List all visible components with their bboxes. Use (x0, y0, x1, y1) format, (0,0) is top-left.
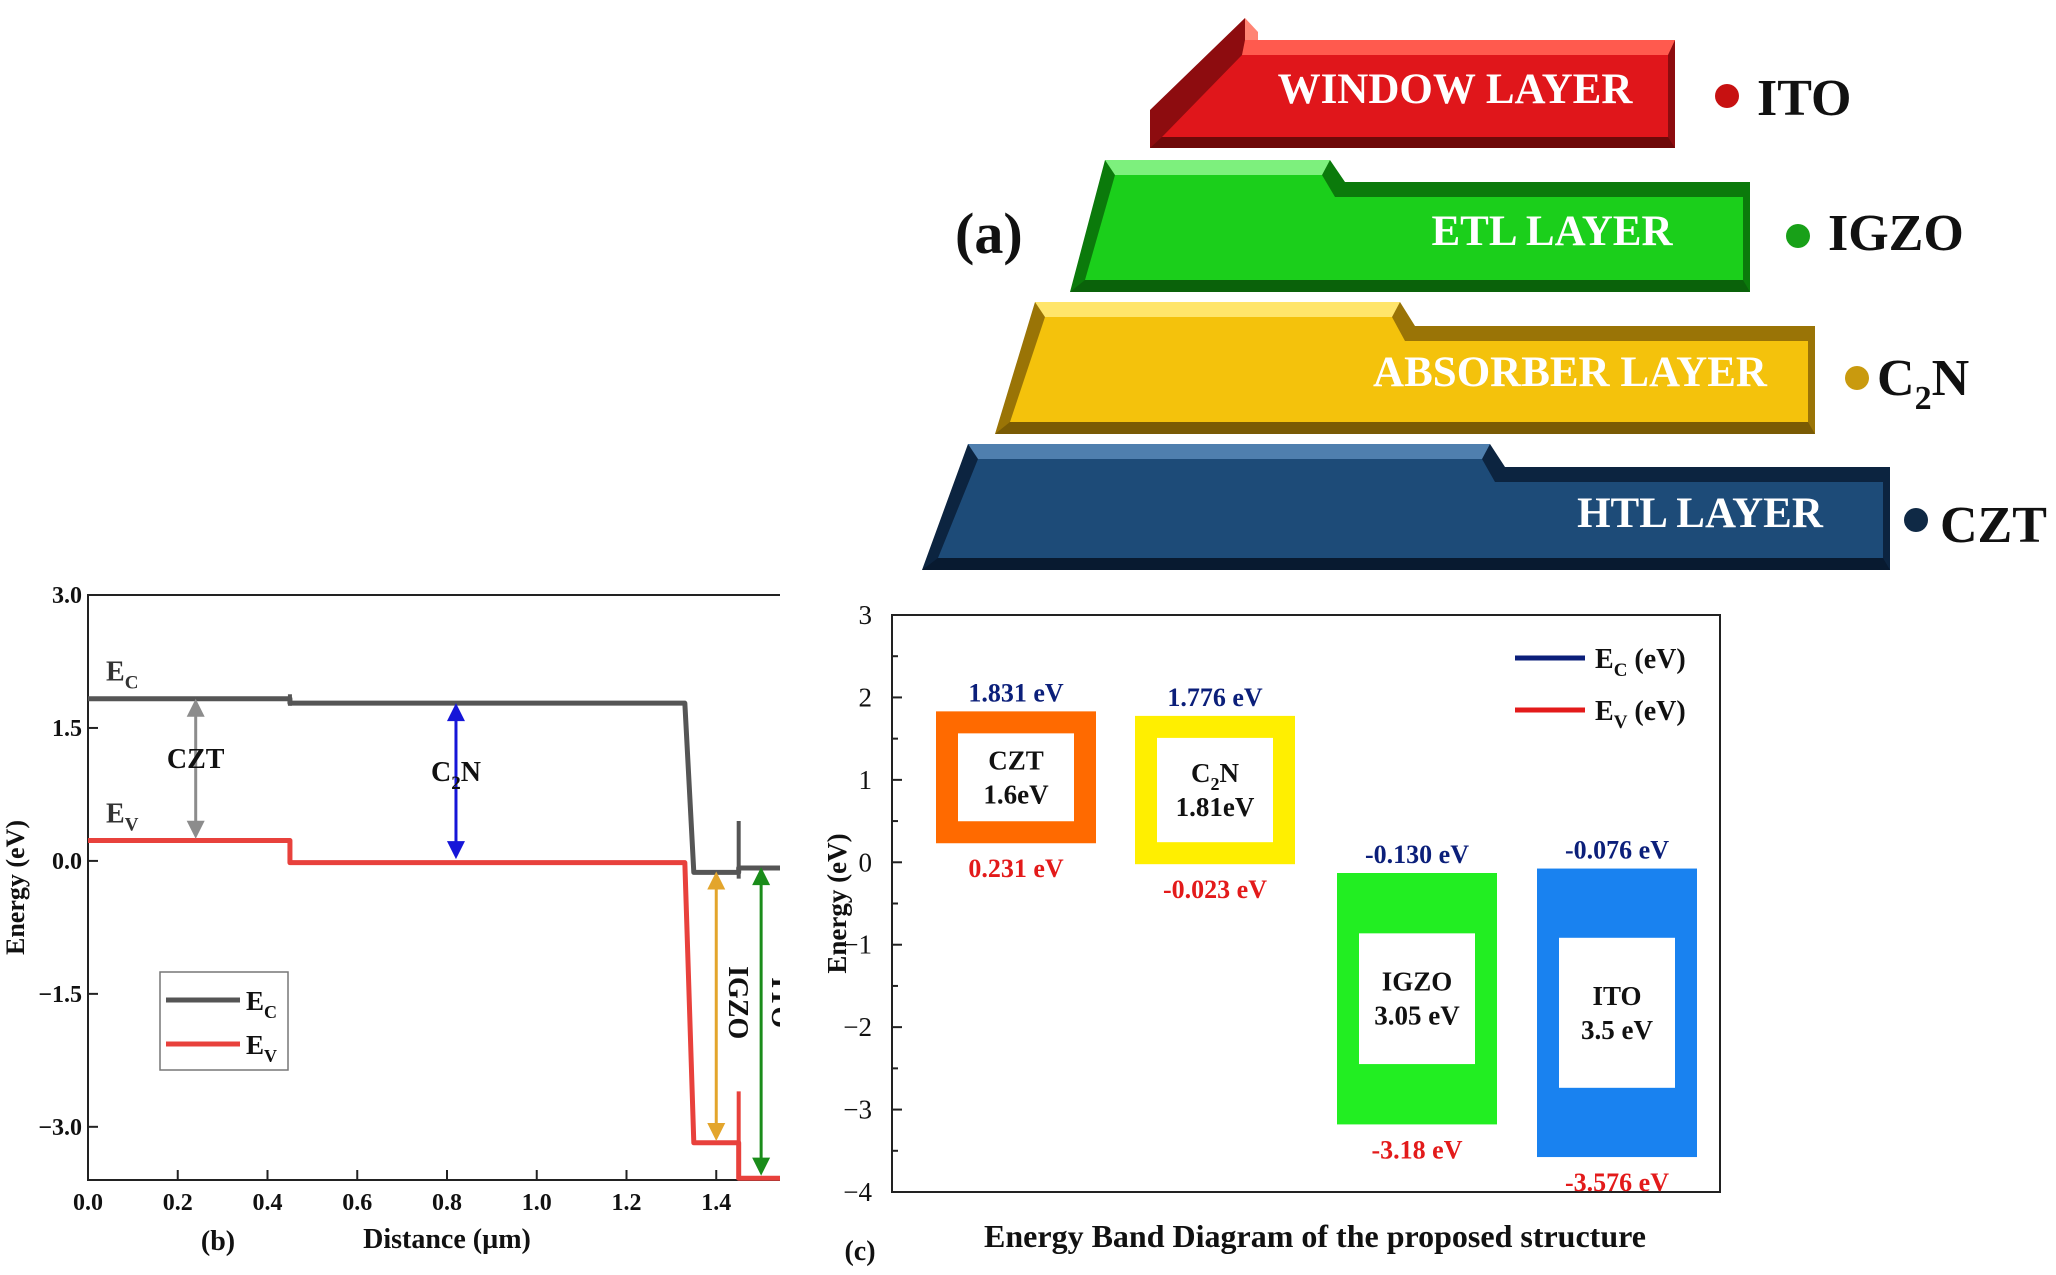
band-box-inner-0 (958, 733, 1074, 822)
ev-value-label: -0.023 eV (1163, 875, 1267, 904)
legend-label: EV (246, 1030, 277, 1066)
y-tick-label: 3.0 (52, 583, 82, 609)
layer-htl: HTL LAYER (922, 444, 1890, 570)
y-tick-label: −1 (843, 930, 872, 960)
ec-value-label: 1.831 eV (968, 678, 1064, 707)
ito-gap-label: ITO (765, 977, 780, 1028)
band-box-bandgap: 3.05 eV (1374, 1001, 1460, 1031)
ec-value-label: -0.076 eV (1565, 836, 1669, 865)
c2n-gap-label: C2N (431, 757, 481, 794)
legend-label: EC (eV) (1595, 644, 1686, 681)
panel-a-label: (a) (955, 201, 1023, 266)
ito-gap-arrow-head-down (752, 1157, 771, 1176)
layer-window-name: WINDOW LAYER (1278, 66, 1634, 113)
y-tick-label: 2 (859, 682, 873, 712)
layer-absorber: ABSORBER LAYER (995, 302, 1815, 434)
layer-window-material: ITO (1757, 70, 1851, 127)
igzo-dot-icon (1786, 224, 1810, 248)
ito-gap-arrow-head-up (752, 867, 771, 886)
layer-etl-material: IGZO (1828, 205, 1964, 262)
layer-absorber-name: ABSORBER LAYER (1373, 349, 1768, 396)
plot-frame (87, 594, 780, 1181)
band-box-name: C2N (1191, 758, 1240, 794)
band-box-inner-1 (1157, 737, 1273, 843)
czt-gap-label: CZT (167, 744, 225, 775)
y-tick-label: 3 (859, 600, 873, 630)
y-tick-label: −4 (843, 1177, 872, 1207)
x-tick-label: 0.0 (73, 1190, 103, 1216)
band-box-bandgap: 1.6eV (983, 779, 1049, 809)
czt-gap-arrow-head-up (186, 698, 205, 717)
layer-window: WINDOW LAYER (1150, 18, 1675, 148)
x-tick-label: 0.4 (253, 1190, 283, 1216)
layer-htl-name: HTL LAYER (1577, 490, 1824, 537)
ev-value-label: -3.576 eV (1565, 1168, 1669, 1197)
y-tick-label: 0.0 (52, 849, 82, 875)
y-tick-label: −2 (843, 1012, 872, 1042)
panel-c-title: Energy Band Diagram of the proposed stru… (984, 1218, 1646, 1254)
layer-stack-diagram: (a) WINDOW LAYER ITO ETL LAYER IGZO ABSO… (922, 18, 2047, 570)
band-box-bandgap: 3.5 eV (1581, 1015, 1653, 1045)
ev-curve-label: EV (106, 799, 139, 836)
legend-label: EV (eV) (1595, 696, 1686, 733)
x-axis-label: Distance (µm) (363, 1224, 531, 1255)
c2n-dot-icon (1845, 366, 1869, 390)
legend-box (159, 971, 289, 1071)
band-box-inner-3 (1559, 937, 1675, 1088)
igzo-gap-label: IGZO (722, 966, 753, 1039)
y-axis-label: Energy (eV) (1, 820, 30, 955)
layer-htl-material: CZT (1940, 497, 2047, 554)
x-tick-label: 0.8 (432, 1190, 462, 1216)
igzo-gap-arrow-head-up (707, 871, 726, 890)
x-tick-label: 1.2 (612, 1190, 642, 1216)
band-box-name: ITO (1592, 981, 1641, 1011)
x-tick-label: 0.6 (342, 1190, 372, 1216)
y-tick-label: −3 (843, 1095, 872, 1125)
panel-b-label: (b) (201, 1226, 235, 1257)
layer-etl: ETL LAYER (1070, 160, 1750, 292)
panel-c-label: (c) (844, 1236, 875, 1267)
igzo-gap-arrow-head-down (707, 1123, 726, 1141)
energy-band-chart: 3 2 1 0 −1 −2 −3 −4 Energy (eV) (c) Energy Band Di… (822, 600, 1721, 1267)
czt-dot-icon (1904, 508, 1928, 532)
c2n-gap-arrow-head-up (446, 703, 465, 722)
ec-curve-label: EC (106, 657, 138, 694)
ev-value-label: 0.231 eV (968, 854, 1064, 883)
y-tick-label: 1 (859, 765, 873, 795)
band-box-bandgap: 1.81eV (1176, 792, 1255, 822)
y-tick-label: 1.5 (52, 716, 82, 742)
ev-value-label: -3.18 eV (1372, 1135, 1463, 1164)
band-profile-chart: 0.00.20.40.60.81.01.21.41.63.01.50.0−1.5… (1, 583, 780, 1257)
layer-etl-name: ETL LAYER (1432, 208, 1674, 255)
ito-dot-icon (1715, 84, 1739, 108)
y-tick-label: −1.5 (38, 982, 82, 1008)
y-axis-label: Energy (eV) (822, 833, 852, 973)
band-box-inner-2 (1359, 933, 1475, 1065)
layer-absorber-material: C2N (1877, 350, 1969, 417)
c2n-gap-arrow-head-down (446, 841, 465, 860)
x-tick-label: 0.2 (163, 1190, 193, 1216)
ec-value-label: 1.776 eV (1167, 683, 1263, 712)
y-tick-label: 0 (859, 847, 873, 877)
y-tick-label: −3.0 (38, 1115, 82, 1141)
legend-label: EC (246, 986, 277, 1022)
band-box-name: CZT (988, 745, 1044, 775)
x-tick-label: 1.4 (701, 1190, 731, 1216)
ec-value-label: -0.130 eV (1365, 840, 1469, 869)
band-box-name: IGZO (1382, 967, 1453, 997)
czt-gap-arrow-head-down (186, 820, 205, 839)
x-tick-label: 1.0 (522, 1190, 552, 1216)
